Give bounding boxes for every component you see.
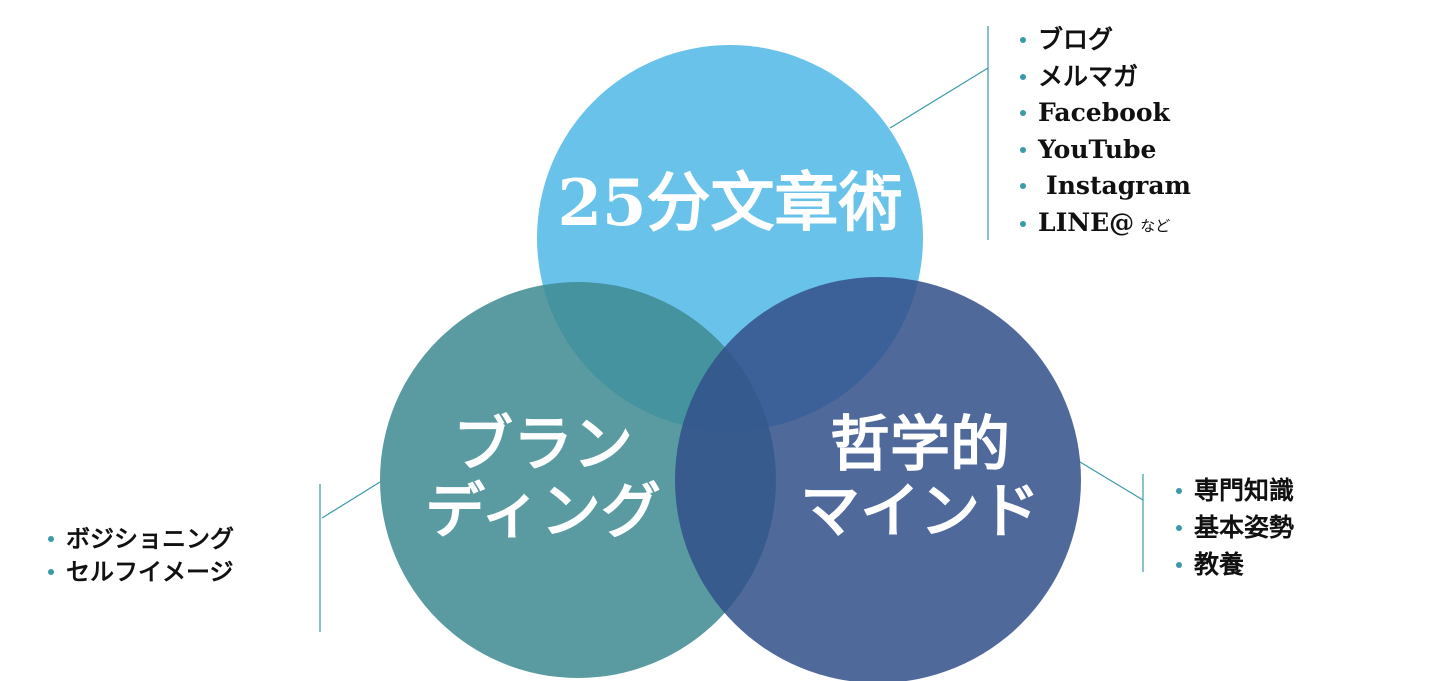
circle-left <box>380 282 776 678</box>
top-item-blog: ブログ <box>1016 22 1191 59</box>
left-label-line1: ブラン <box>453 410 633 480</box>
circle-left-label: ブラン ディング <box>398 410 688 548</box>
top-item-line-note: など <box>1140 216 1171 235</box>
left-label-line2: ディング <box>425 477 661 548</box>
top-item-instagram: Instagram <box>1016 168 1191 205</box>
top-item-youtube: YouTube <box>1016 132 1191 169</box>
right-label-line2: マインド <box>800 477 1040 548</box>
right-label-line1: 哲学的 <box>830 410 1010 480</box>
top-item-facebook: Facebook <box>1016 95 1191 132</box>
circle-right-label: 哲学的 マインド <box>785 410 1055 548</box>
circle-top-label: 25分文章術 <box>535 168 925 240</box>
top-bullet-list: ブログ メルマガ Facebook YouTube Instagram LINE… <box>1016 22 1191 244</box>
right-item-attitude: 基本姿勢 <box>1172 509 1294 546</box>
top-item-line: LINE@など <box>1016 205 1191 245</box>
right-item-culture: 教養 <box>1172 546 1294 583</box>
left-bullet-list: ボジショニング セルフイメージ <box>44 522 234 588</box>
top-label-text: 25分文章術 <box>557 166 903 241</box>
top-connector-line <box>889 67 989 129</box>
top-item-mailmagazine: メルマガ <box>1016 59 1191 96</box>
left-item-self-image: セルフイメージ <box>44 555 234 588</box>
left-connector-line <box>321 481 381 519</box>
right-item-expertise: 専門知識 <box>1172 472 1294 509</box>
right-bullet-list: 専門知識 基本姿勢 教養 <box>1172 472 1294 583</box>
right-connector-line <box>1079 461 1144 501</box>
left-item-positioning: ボジショニング <box>44 522 234 555</box>
circle-right <box>675 277 1081 681</box>
